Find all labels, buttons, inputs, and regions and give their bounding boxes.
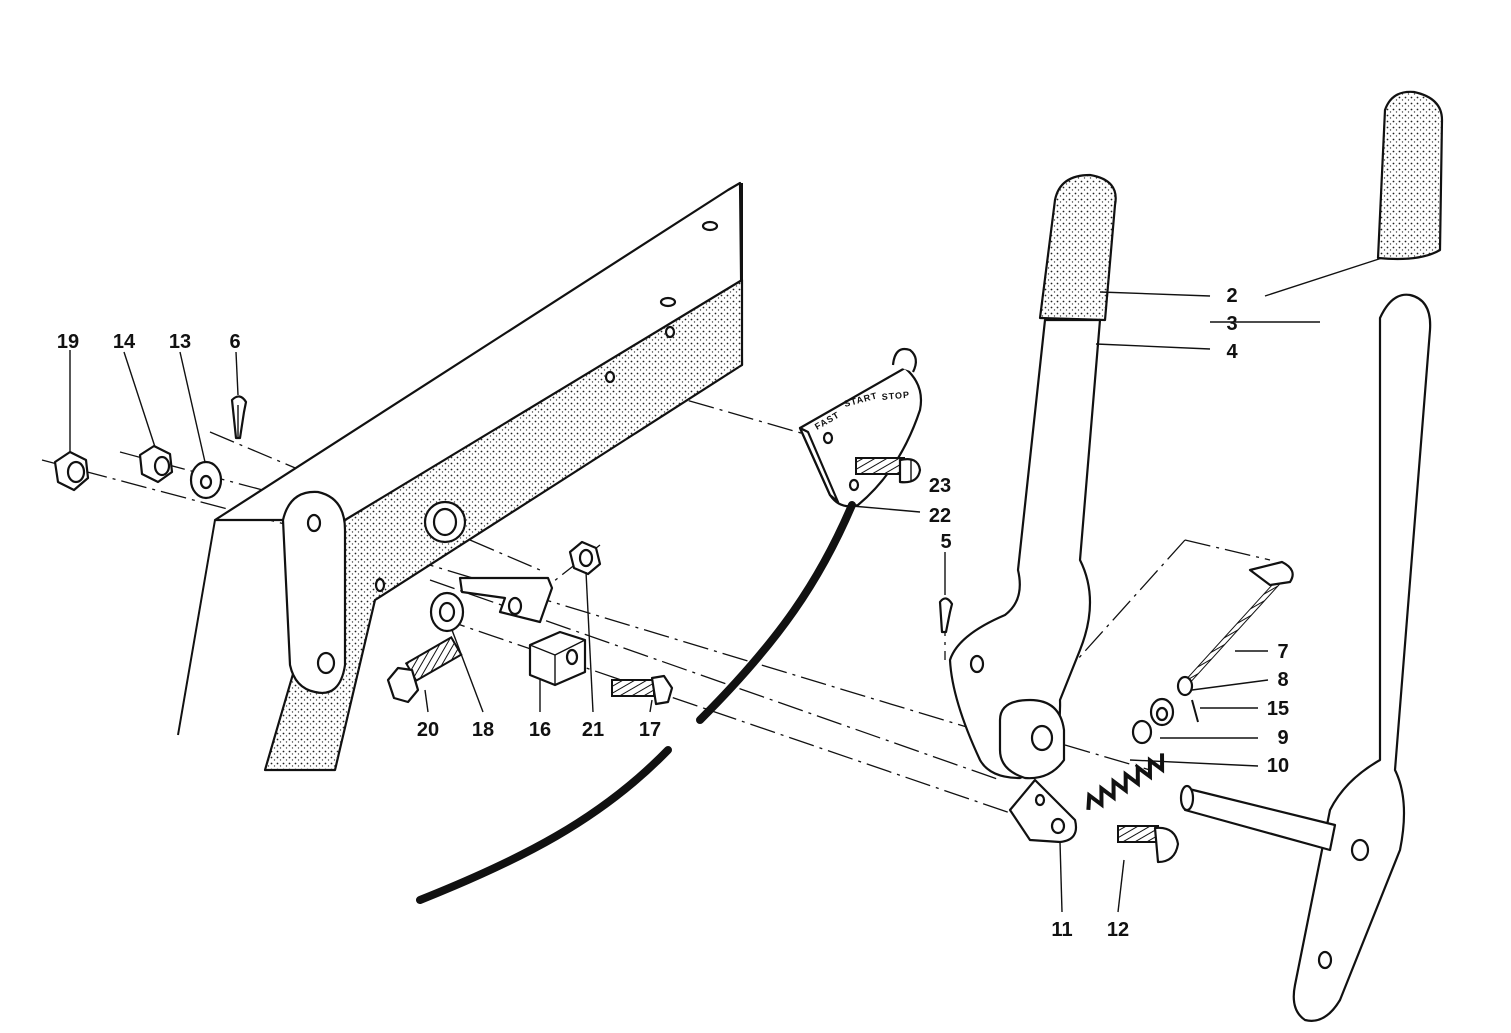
bolt-20 [386,635,463,704]
pedal-3 [1179,293,1432,1022]
callout-6: 6 [229,331,240,353]
callout-21: 21 [582,719,604,741]
callout-10: 10 [1267,755,1289,777]
bolt-17 [611,674,674,706]
pedal-4 [948,318,1102,780]
callout-labels: 19 14 13 6 23 22 5 2 3 4 7 8 15 9 10 20 … [57,285,1289,941]
split-pin-6 [230,395,248,440]
pedal-pad-2-left [1038,173,1117,322]
callout-12: 12 [1107,919,1129,941]
clip-15 [1191,699,1199,723]
bracket-plate [458,576,554,624]
callout-11: 11 [1051,919,1072,941]
callout-20: 20 [417,719,439,741]
screw-23 [855,457,922,484]
callout-4: 4 [1226,341,1238,363]
rod-7 [1177,560,1294,693]
control-cable [416,501,856,904]
callout-2: 2 [1226,285,1237,307]
nut-21 [568,540,602,576]
mounting-frame [177,181,744,772]
dial-label-stop: STOP [881,390,910,402]
callout-15: 15 [1267,698,1289,720]
nut-9 [1131,697,1175,745]
callout-18: 18 [472,719,494,741]
callout-5: 5 [940,531,951,553]
callout-13: 13 [169,331,191,353]
callout-16: 16 [529,719,551,741]
callout-23: 23 [929,475,951,497]
callout-3: 3 [1226,313,1237,335]
split-pin-5 [938,597,954,634]
callout-14: 14 [113,331,136,353]
callout-19: 19 [57,331,79,353]
callout-22: 22 [929,505,951,527]
pin-8 [1176,675,1194,697]
bracket-11 [1008,778,1078,844]
block-16 [528,630,587,687]
callout-17: 17 [639,719,661,741]
washer-18 [429,591,465,633]
leader-lines [69,257,1383,913]
bolt-12 [1117,825,1180,864]
nut-19 [53,450,90,492]
callout-9: 9 [1277,727,1288,749]
spring-10 [1086,753,1165,810]
callout-8: 8 [1277,669,1288,691]
callout-7: 7 [1277,641,1288,663]
pedal-pad-2-right [1376,90,1444,261]
nut-14 [138,444,174,484]
washer-13 [189,460,223,500]
